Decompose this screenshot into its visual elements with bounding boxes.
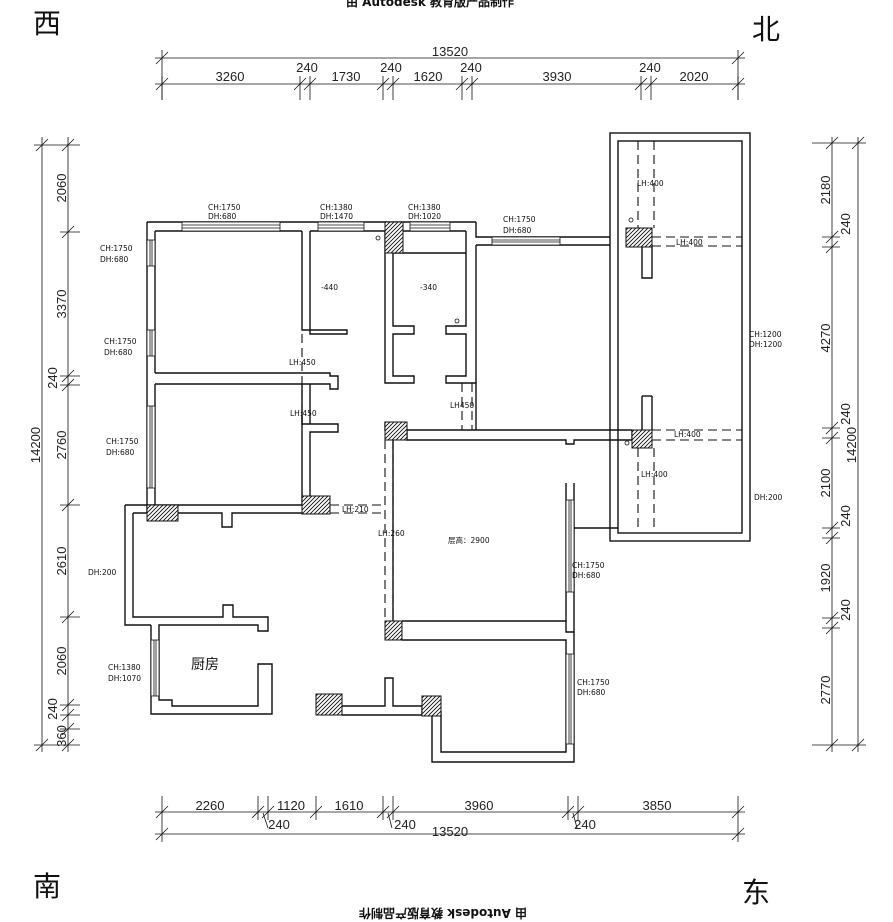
dim-left-seg: 240 [45,698,60,720]
dim-top-seg: 240 [460,60,482,75]
drain-icon [628,217,634,223]
window-dh-label: DH:680 [577,688,605,697]
window-dh-label: DH:680 [100,255,128,264]
room-label-kitchen: 厨房 [191,657,219,673]
dim-bottom-wall: 240 [268,817,290,832]
dim-top-seg: 2020 [680,69,709,84]
window-ch-label: CH:1200 [749,330,782,339]
window-ch-label: CH:1750 [577,678,610,687]
door-height-label: DH:200 [88,568,116,577]
beam-label: LH450 [450,401,474,410]
drain-icon [454,318,460,324]
dim-right-seg: 240 [838,505,853,527]
window-dh-label: DH:680 [208,212,236,221]
beam-lines [301,141,742,621]
beam-label: LH:210 [342,505,369,514]
window-dh-label: DH:1070 [108,674,141,683]
beam-label: LH:450 [289,358,316,367]
dim-right-seg: 1920 [818,564,833,593]
dim-right-seg: 2770 [818,676,833,705]
window-ch-label: CH:1750 [100,244,133,253]
drain-icon [375,235,381,241]
dim-top-total-value: 13520 [432,44,468,59]
window-ch-label: CH:1750 [208,203,241,212]
dim-top-seg: 3930 [543,69,572,84]
dim-left-seg: 2060 [54,647,69,676]
dim-bottom-seg: 1610 [335,798,364,813]
dim-top-seg: 240 [380,60,402,75]
ceiling-height-label: 层高：2900 [448,535,490,545]
dim-right-seg: 240 [838,599,853,621]
beam-label: LH:450 [290,409,317,418]
dim-left-seg: 360 [54,725,69,747]
dim-right-seg: 240 [838,403,853,425]
watermark-top: 由 Autodesk 教育版产品制作 [346,0,514,9]
window-dh-label: DH:680 [503,226,531,235]
window-ch-label: CH:1380 [320,203,353,212]
door-height-label: DH:200 [754,493,782,502]
dim-bottom-seg: 2260 [196,798,225,813]
window-ch-label: CH:1750 [572,561,605,570]
dim-bottom-total: 13520 [432,824,468,839]
dim-top-seg: 3260 [216,69,245,84]
dim-left-seg: 3370 [54,290,69,319]
dim-top-seg: 240 [296,60,318,75]
bottom-dimension-chain [155,796,745,842]
dim-bottom-seg: 3850 [643,798,672,813]
window-dh-label: DH:680 [572,571,600,580]
compass-south: 南 [33,870,61,903]
dim-right-seg: 2100 [818,469,833,498]
dim-left-seg: 2610 [54,547,69,576]
beam-label: LH:260 [378,529,405,538]
dim-top-seg: 1620 [414,69,443,84]
window-dh-label: DH:1200 [749,340,782,349]
dim-right-total: 14200 [844,427,859,463]
dim-top-seg: 240 [639,60,661,75]
window-dh-label: DH:1470 [320,212,353,221]
right-dimension-chain [812,136,866,752]
drain-icon [624,440,630,446]
dim-right-seg: 2180 [818,176,833,205]
dim-top-seg: 1730 [332,69,361,84]
beam-label: LH:400 [641,470,668,479]
window-dh-label: DH:1020 [408,212,441,221]
dim-left-seg: 240 [45,367,60,389]
window-ch-label: CH:1750 [104,337,137,346]
beam-label: LH:400 [637,179,664,188]
compass-north: 北 [752,13,780,46]
dim-left-seg: 2760 [54,431,69,460]
window-ch-label: CH:1750 [106,437,139,446]
beam-label: LH:400 [674,430,701,439]
window-dh-label: DH:680 [106,448,134,457]
floor-level-label: -340 [420,283,437,292]
beam-label: LH:400 [676,238,703,247]
structural-columns [146,221,653,717]
compass-west: 西 [33,7,61,40]
dim-left-seg: 2060 [54,174,69,203]
dim-bottom-wall: 240 [574,817,596,832]
left-dimension-chain [34,137,80,752]
windows [146,221,575,745]
dim-right-seg: 240 [838,213,853,235]
window-ch-label: CH:1750 [503,215,536,224]
dim-bottom-seg: 1120 [277,798,305,813]
floor-level-label: -440 [321,283,338,292]
window-ch-label: CH:1380 [408,203,441,212]
window-ch-label: CH:1380 [108,663,141,672]
dim-left-total: 14200 [28,427,43,463]
dim-right-seg: 4270 [818,324,833,353]
window-dh-label: DH:680 [104,348,132,357]
compass-east: 东 [742,876,770,909]
watermark-bottom: 由 Autodesk 教育版产品制作 [359,906,527,921]
dim-bottom-wall: 240 [394,817,416,832]
top-dimension-chain [155,50,745,100]
dim-bottom-seg: 3960 [465,798,494,813]
